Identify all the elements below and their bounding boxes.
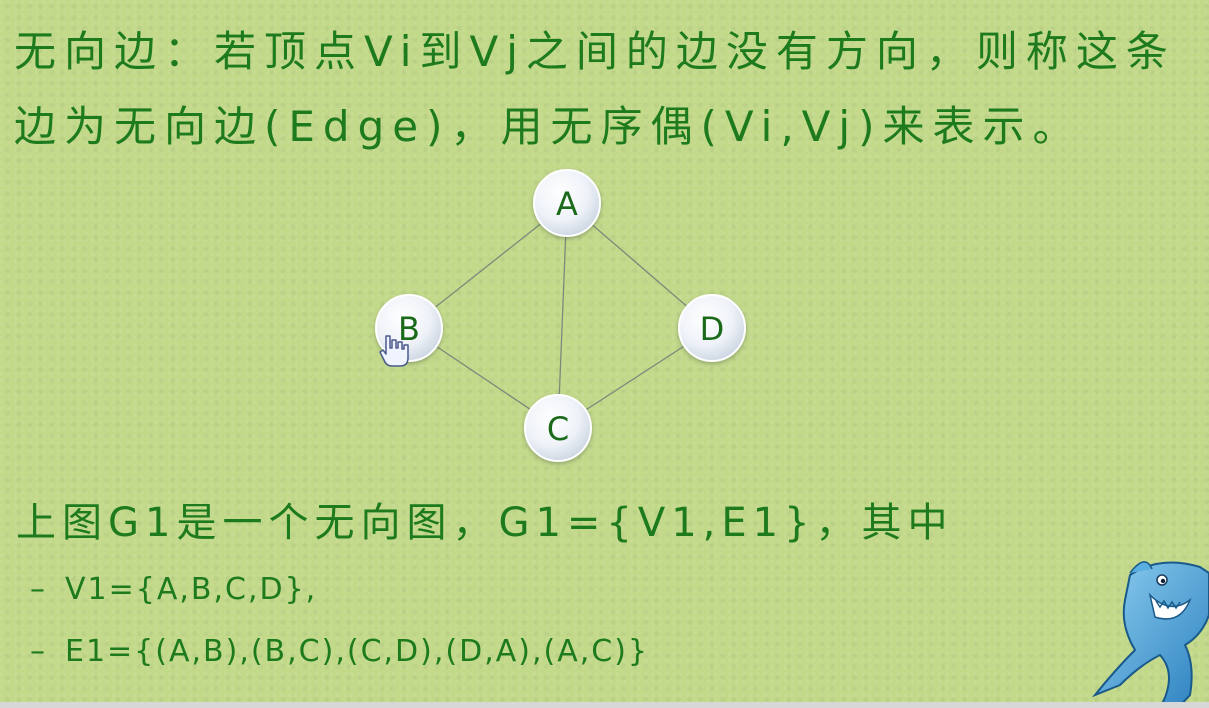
- definition-text: 无向边：若顶点Vi到Vj之间的边没有方向，则称这条边为无向边(Edge)，用无序…: [14, 27, 1176, 151]
- node-label: C: [547, 410, 569, 448]
- node-label: D: [700, 310, 725, 348]
- shark-mascot-icon: [1091, 561, 1209, 708]
- bottom-strip: [0, 702, 1209, 708]
- edge-set-text: E1={(A,B),(B,C),(C,D),(D,A),(A,C)}: [65, 634, 649, 669]
- bullet-edges: –E1={(A,B),(B,C),(C,D),(D,A),(A,C)}: [30, 634, 649, 669]
- node-circle: [524, 394, 592, 462]
- node-C: C: [524, 394, 592, 462]
- node-A: A: [533, 169, 601, 237]
- vertex-set-text: V1={A,B,C,D},: [65, 572, 318, 607]
- bullet-dash: –: [30, 572, 47, 607]
- node-label: A: [556, 185, 578, 223]
- node-circle: [533, 169, 601, 237]
- node-label: B: [398, 310, 420, 348]
- summary-text: 上图G1是一个无向图，G1={V1,E1}，其中: [16, 500, 954, 546]
- bullet-vertices: –V1={A,B,C,D},: [30, 572, 317, 607]
- node-circle: [678, 294, 746, 362]
- hand-cursor-icon: [379, 335, 409, 367]
- node-D: D: [678, 294, 746, 362]
- edge-A-C: [557, 202, 568, 429]
- graph-nodes: A B C D: [375, 169, 746, 462]
- bullet-dash: –: [30, 634, 47, 669]
